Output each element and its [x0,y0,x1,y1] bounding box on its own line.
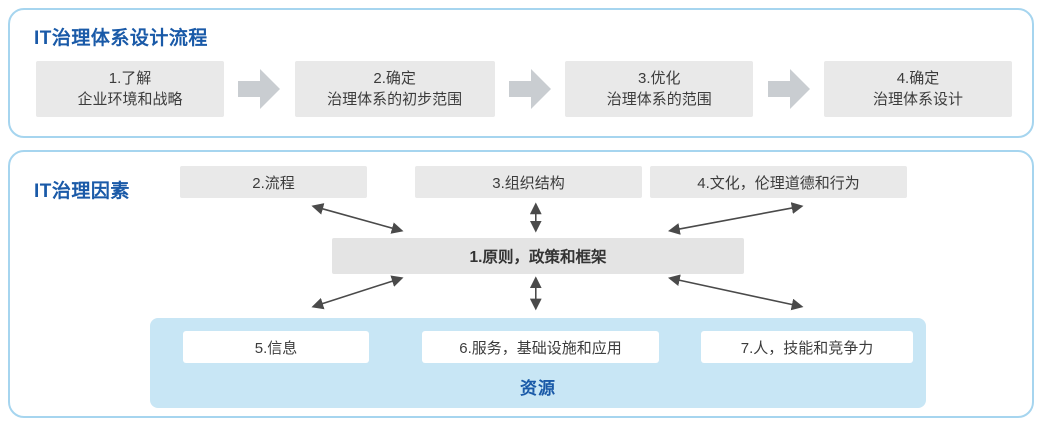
process-step-4-line2: 治理体系设计 [872,91,963,108]
flow-arrow-icon [236,69,282,109]
process-step-2-line1: 2.确定 [373,70,416,87]
factor-org-structure: 3.组织结构 [415,166,642,198]
process-step-3: 3.优化 治理体系的范围 [565,61,754,117]
process-step-1-line1: 1.了解 [108,70,152,87]
process-step-3-line2: 治理体系的范围 [606,91,712,108]
factor-process: 2.流程 [180,166,367,198]
process-panel: IT治理体系设计流程 1.了解 企业环境和战略 2.确定 治理体系的初步范围 3… [8,8,1034,138]
resources-container: 5.信息 6.服务，基础设施和应用 7.人，技能和竞争力 资源 [150,318,926,408]
resources-label: 资源 [520,379,556,398]
factors-panel-title: IT治理因素 [34,181,130,202]
process-step-4: 4.确定 治理体系设计 [823,61,1012,117]
resource-people-skills: 7.人，技能和竞争力 [701,331,913,363]
factors-panel: IT治理因素 2.流程 3.组织结构 4.文化，伦理道德和行为 1.原则，政策和… [8,150,1034,418]
process-step-1: 1.了解 企业环境和战略 [36,61,224,117]
resource-services-infra-apps: 6.服务，基础设施和应用 [422,331,659,363]
flow-arrow-icon [507,69,553,109]
factor-principles-policies: 1.原则，政策和框架 [332,238,744,274]
process-step-3-line1: 3.优化 [638,70,681,87]
process-step-1-line2: 企业环境和战略 [77,91,183,108]
process-step-2-line2: 治理体系的初步范围 [327,91,463,108]
process-flow: 1.了解 企业环境和战略 2.确定 治理体系的初步范围 3.优化 治理体系的范围… [36,60,1012,118]
flow-arrow-icon [766,69,812,109]
factor-culture-ethics: 4.文化，伦理道德和行为 [650,166,907,198]
process-step-2: 2.确定 治理体系的初步范围 [294,61,495,117]
resource-information: 5.信息 [183,331,369,363]
process-panel-title: IT治理体系设计流程 [34,28,208,49]
process-step-4-line1: 4.确定 [896,70,940,87]
